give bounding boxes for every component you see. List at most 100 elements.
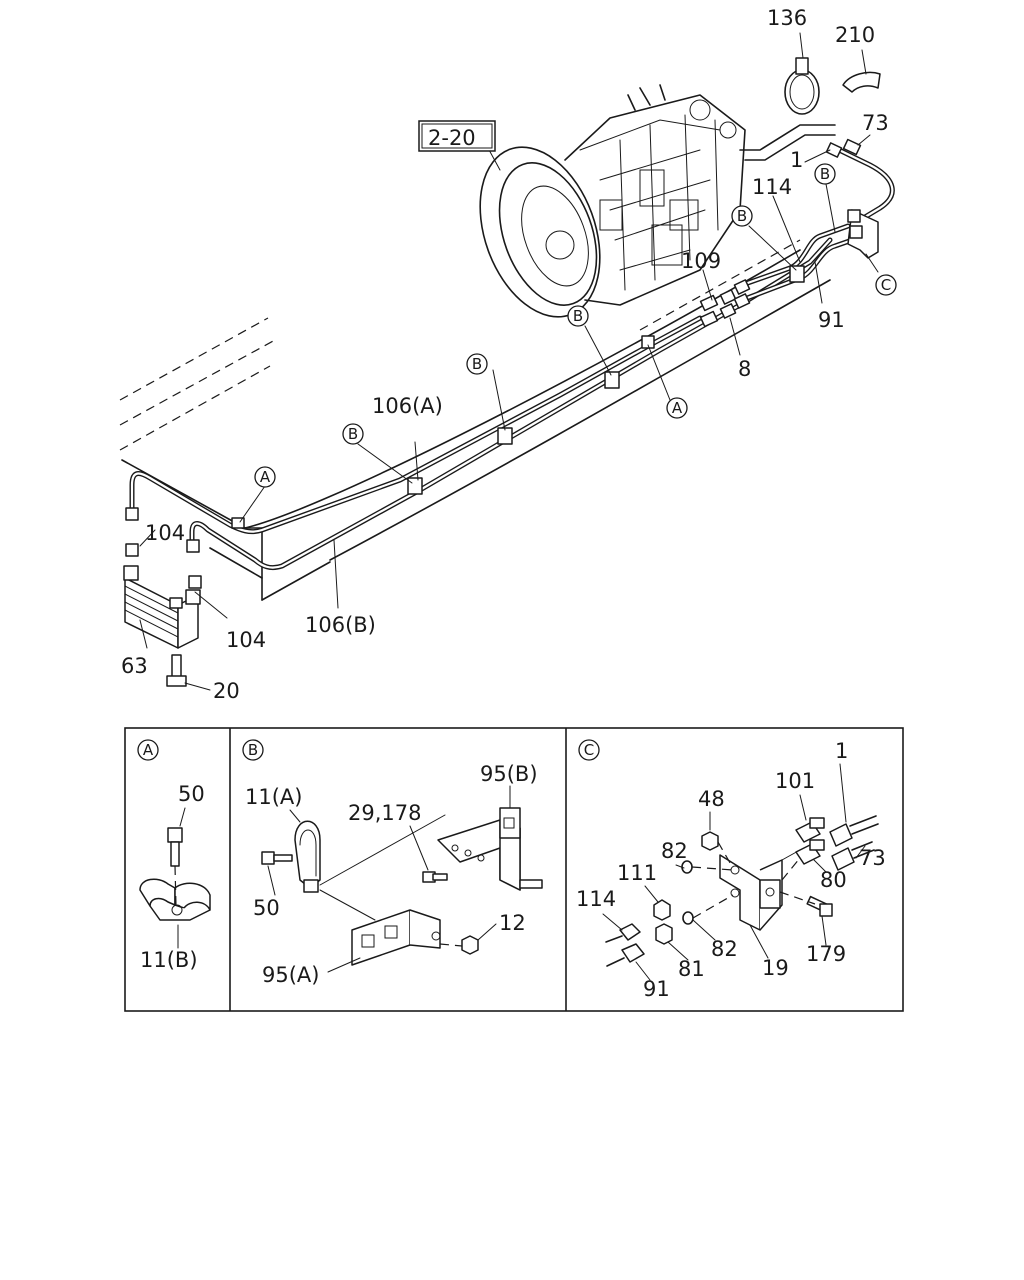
label-109: 109 — [681, 249, 721, 273]
clip-b-3 — [604, 371, 620, 389]
fitting-1 — [825, 142, 843, 158]
svg-text:B: B — [820, 165, 830, 183]
pipe-upper-return — [832, 145, 895, 223]
detail-a-label-50: 50 — [178, 782, 205, 806]
detail-c-fitting-80 — [795, 839, 825, 865]
svg-text:B: B — [573, 307, 583, 325]
clip-a-2 — [641, 335, 655, 349]
label-104-upper: 104 — [145, 521, 185, 545]
pipe-106a — [129, 315, 703, 535]
detail-a-label-11b: 11(B) — [140, 948, 198, 972]
label-91: 91 — [818, 308, 845, 332]
detail-c-label-82-upper: 82 — [661, 839, 688, 863]
detail-b-bracket-95a — [351, 909, 441, 966]
detail-c-label-114: 114 — [576, 887, 616, 911]
detail-c-fitting-101 — [795, 817, 825, 843]
detail-b-bolt-29-178 — [422, 871, 448, 883]
detail-b-bolt-50 — [261, 851, 293, 865]
detail-c: C — [576, 739, 886, 1001]
svg-text:B: B — [472, 355, 482, 373]
detail-frame — [124, 727, 904, 1012]
label-8: 8 — [738, 357, 751, 381]
fitting-73 — [842, 138, 862, 156]
marker-b-1: B — [814, 163, 836, 185]
cushion-210 — [842, 71, 881, 93]
marker-b-2: B — [731, 205, 753, 227]
svg-text:A: A — [672, 399, 683, 417]
detail-b-label-50: 50 — [253, 896, 280, 920]
svg-text:C: C — [584, 741, 594, 759]
ref-box-2-20[interactable]: 2-20 — [418, 120, 496, 152]
detail-c-label-48: 48 — [698, 787, 725, 811]
detail-c-fitting-114 — [605, 923, 641, 943]
marker-b-4: B — [466, 353, 488, 375]
detail-b-label-11a: 11(A) — [245, 785, 302, 809]
detail-b-label-12: 12 — [499, 911, 526, 935]
label-73: 73 — [862, 111, 889, 135]
detail-c-label-1: 1 — [835, 739, 848, 763]
detail-c-label-179: 179 — [806, 942, 846, 966]
marker-a-1: A — [666, 397, 688, 419]
label-20: 20 — [213, 679, 240, 703]
clip-b-1 — [407, 477, 423, 495]
label-106a: 106(A) — [372, 394, 443, 418]
detail-c-label-73: 73 — [859, 846, 886, 870]
detail-b-label-95a: 95(A) — [262, 963, 319, 987]
detail-c-label-101: 101 — [775, 769, 815, 793]
svg-text:B: B — [737, 207, 747, 225]
fitting-109 — [699, 294, 719, 328]
detail-a-clip-11b — [139, 878, 211, 921]
bolt-20 — [166, 654, 187, 687]
detail-a-bolt-50 — [167, 827, 183, 867]
marker-b-3: B — [567, 305, 589, 327]
detail-c-bracket-19 — [719, 854, 783, 931]
label-114: 114 — [752, 175, 792, 199]
detail-c-nut-48 — [701, 831, 719, 851]
marker-b-5: B — [342, 423, 364, 445]
svg-text:C: C — [881, 276, 891, 294]
detail-b-label-29-178: 29,178 — [348, 801, 421, 825]
pipe-106b — [189, 237, 833, 571]
marker-a-2: A — [254, 466, 276, 488]
ref-box-label: 2-20 — [428, 126, 476, 150]
transmission-assembly — [479, 84, 836, 318]
label-1: 1 — [790, 148, 803, 172]
detail-b-label-95b: 95(B) — [480, 762, 538, 786]
detail-c-fitting-1 — [829, 815, 879, 847]
clamp-136 — [784, 57, 820, 115]
fitting-8 — [719, 279, 751, 319]
fittings-bracket-c — [847, 209, 863, 239]
svg-text:B: B — [348, 425, 358, 443]
svg-text:A: A — [260, 468, 271, 486]
clip-a-1 — [231, 517, 245, 529]
detail-c-label-80: 80 — [820, 868, 847, 892]
label-136: 136 — [767, 6, 807, 30]
detail-c-marker: C — [578, 739, 600, 761]
svg-text:A: A — [143, 741, 154, 759]
detail-b-marker: B — [242, 739, 264, 761]
leader-lines-main — [139, 32, 879, 691]
detail-c-nut-111 — [653, 899, 671, 921]
detail-b: B — [242, 739, 543, 987]
detail-b-bracket-95b — [437, 807, 543, 891]
label-210: 210 — [835, 23, 875, 47]
detail-c-nut-81 — [655, 923, 673, 945]
detail-c-fitting-91 — [606, 943, 645, 967]
detail-c-label-91: 91 — [643, 977, 670, 1001]
main-labels: 136 210 73 1 114 109 91 8 106(A) 106(B) … — [121, 6, 889, 703]
detail-a: A 50 11(B) — [137, 739, 211, 972]
chassis-frame — [119, 239, 831, 601]
clip-b-4 — [789, 265, 805, 283]
detail-a-marker: A — [137, 739, 159, 761]
detail-b-clip-11a — [294, 820, 321, 893]
label-106b: 106(B) — [305, 613, 376, 637]
label-104-lower: 104 — [226, 628, 266, 652]
detail-c-label-111: 111 — [617, 861, 657, 885]
detail-c-washer-82b — [682, 911, 694, 925]
detail-b-nut-12 — [461, 935, 479, 955]
detail-c-label-81: 81 — [678, 957, 705, 981]
detail-c-label-82-lower: 82 — [711, 937, 738, 961]
fittings-104 — [125, 507, 202, 589]
svg-text:B: B — [248, 741, 258, 759]
